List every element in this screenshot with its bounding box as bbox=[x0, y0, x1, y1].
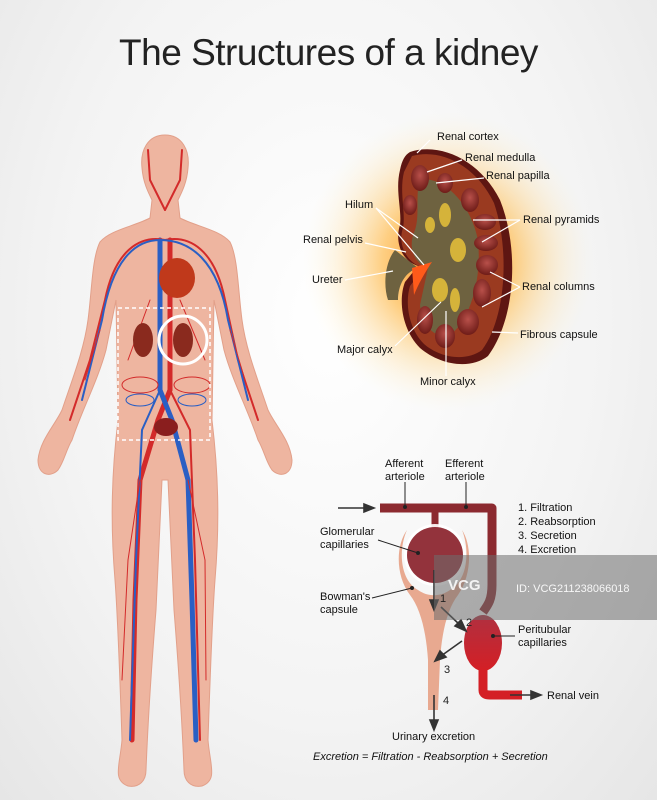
label-glomerular-line2: capillaries bbox=[320, 538, 369, 551]
label-renal-pyramids: Renal pyramids bbox=[523, 214, 600, 226]
label-renal-vein: Renal vein bbox=[547, 690, 599, 702]
label-ureter: Ureter bbox=[312, 274, 343, 286]
label-afferent-line1: Afferent bbox=[385, 458, 424, 470]
label-peritubular-line1: Peritubular bbox=[518, 624, 572, 636]
label-major-calyx: Major calyx bbox=[337, 344, 393, 356]
kidney-leader-lines bbox=[344, 139, 521, 376]
process-steps-list: 1. Filtration 2. Reabsorption 3. Secreti… bbox=[518, 501, 596, 557]
label-renal-columns: Renal columns bbox=[522, 281, 595, 293]
label-glomerular-line1: Glomerular bbox=[320, 526, 375, 538]
vena-cava bbox=[157, 237, 199, 743]
step-number-2: 2 bbox=[466, 617, 473, 629]
label-hilum: Hilum bbox=[345, 199, 374, 211]
label-urinary-excretion: Urinary excretion bbox=[392, 731, 476, 743]
left-kidney bbox=[133, 323, 153, 357]
step-number-3: 3 bbox=[444, 664, 451, 676]
label-peritubular-capillaries: Peritubular capillaries bbox=[518, 624, 571, 649]
kidney-highlight-ring bbox=[157, 314, 209, 366]
kidney-cross-section bbox=[303, 112, 593, 412]
human-body bbox=[37, 134, 293, 787]
heart bbox=[159, 258, 195, 298]
vein-branch bbox=[81, 239, 249, 741]
excretion-equation: Excretion = Filtration - Reabsorption + … bbox=[313, 751, 548, 763]
step-reabsorption: 2. Reabsorption bbox=[518, 516, 596, 528]
renal-pyramids bbox=[403, 165, 498, 348]
step-number-1: 1 bbox=[440, 593, 447, 605]
label-fibrous-capsule: Fibrous capsule bbox=[520, 329, 598, 341]
step-excretion: 4. Excretion bbox=[518, 544, 577, 556]
body-silhouette bbox=[37, 134, 293, 787]
minor-calyces bbox=[425, 203, 466, 312]
label-renal-papilla: Renal papilla bbox=[486, 170, 550, 182]
label-efferent-line1: Efferent bbox=[445, 458, 484, 470]
artery-branch bbox=[69, 149, 259, 741]
label-renal-pelvis: Renal pelvis bbox=[303, 234, 363, 246]
label-efferent-line2: arteriole bbox=[445, 470, 485, 483]
label-peritubular-line2: capillaries bbox=[518, 636, 567, 649]
label-renal-cortex: Renal cortex bbox=[437, 131, 499, 143]
label-bowmans-capsule: Bowman's capsule bbox=[320, 591, 370, 616]
page-title: The Structures of a kidney bbox=[119, 32, 538, 73]
label-afferent-line2: arteriole bbox=[385, 470, 425, 483]
label-glomerular-capillaries: Glomerular capillaries bbox=[320, 526, 374, 551]
step-secretion: 3. Secretion bbox=[518, 530, 577, 542]
watermark-logo: VCG bbox=[448, 577, 481, 594]
watermark-id: ID: VCG211238066018 bbox=[516, 583, 630, 595]
label-bowmans-line1: Bowman's bbox=[320, 591, 371, 603]
label-minor-calyx: Minor calyx bbox=[420, 376, 476, 388]
watermark: VCG ID: VCG211238066018 bbox=[434, 555, 657, 620]
step-number-4: 4 bbox=[443, 695, 450, 707]
thin-vessels bbox=[84, 299, 246, 681]
bladder bbox=[154, 418, 178, 436]
right-kidney bbox=[173, 323, 193, 357]
label-afferent-arteriole: Afferent arteriole bbox=[385, 458, 425, 483]
hilum-highlight bbox=[412, 262, 432, 295]
ureter-shape bbox=[385, 250, 418, 300]
dashed-focus-box bbox=[117, 307, 211, 441]
label-bowmans-line2: capsule bbox=[320, 603, 358, 616]
renal-vein-vessel bbox=[478, 668, 522, 700]
label-efferent-arteriole: Efferent arteriole bbox=[445, 458, 485, 483]
bowmans-capsule bbox=[398, 530, 470, 710]
peritubular-capillaries bbox=[464, 615, 502, 671]
label-renal-medulla: Renal medulla bbox=[465, 152, 536, 164]
step-filtration: 1. Filtration bbox=[518, 502, 573, 514]
nephron-leader-lines bbox=[371, 482, 515, 638]
